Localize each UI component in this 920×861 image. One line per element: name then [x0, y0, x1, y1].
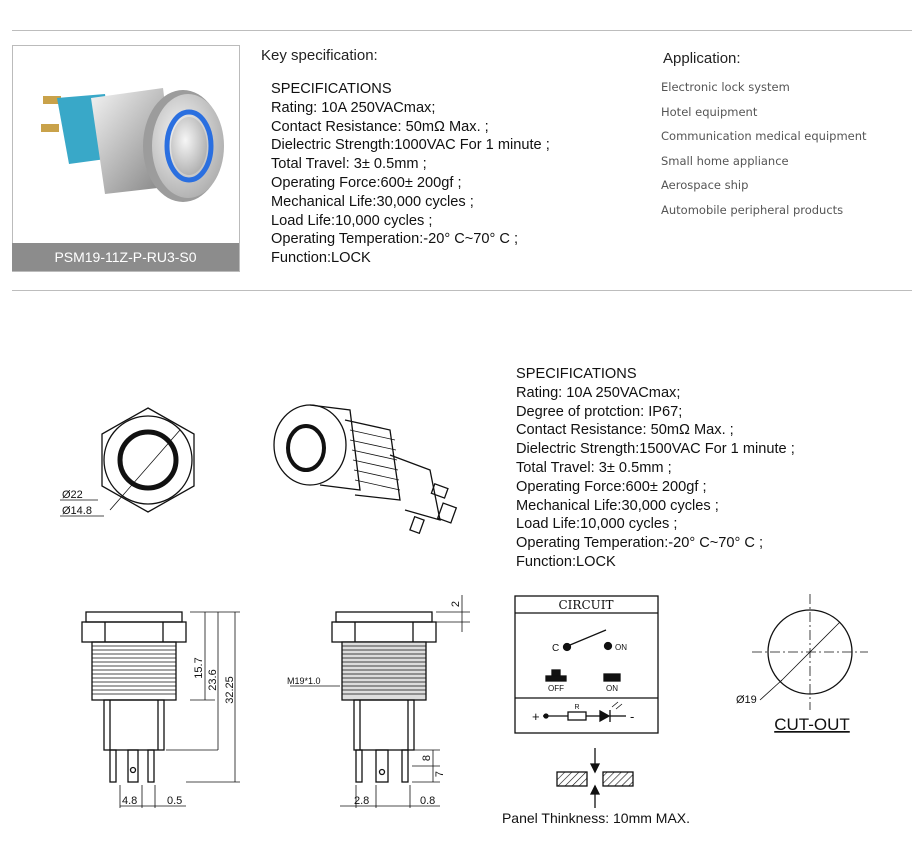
key-spec-line: Operating Force:600± 200gf ; — [271, 174, 462, 191]
terminal-pin — [41, 124, 59, 132]
drawing-spec-line: Load Life:10,000 cycles ; — [516, 516, 678, 533]
panel-thickness-label: Panel Thinkness: 10mm MAX. — [502, 810, 690, 826]
drawing-spec-line: Degree of protction: IP67; — [516, 403, 683, 420]
product-photo — [41, 88, 224, 202]
cutout-title: CUT-OUT — [774, 715, 850, 734]
panel-thickness-diagram — [556, 748, 634, 808]
drawing-spec-line: Contact Resistance: 50mΩ Max. ; — [516, 422, 734, 439]
application-item: Electronic lock system — [661, 80, 790, 94]
product-model-caption: PSM19-11Z-P-RU3-S0 — [12, 243, 239, 271]
drawing-spec-line: Mechanical Life:30,000 cycles ; — [516, 497, 719, 514]
top-divider — [12, 30, 912, 31]
drawing-spec-title: SPECIFICATIONS — [516, 366, 637, 382]
top-2-label: 2 — [450, 601, 462, 607]
side-view-left — [81, 611, 187, 783]
hex-outline — [101, 407, 195, 513]
height-8-label: 8 — [421, 755, 433, 761]
technical-drawing: Ø22 Ø14.8 15.7 23.6 32.25 4.8 0.5 M19*1.… — [60, 404, 868, 826]
drawing-spec-line: Operating Temperation:-20° C~70° C ; — [516, 535, 764, 552]
key-spec-line: Operating Temperation:-20° C~70° C ; — [271, 231, 519, 248]
section-divider — [12, 290, 912, 291]
key-spec-line: Rating: 10A 250VACmax; — [271, 99, 436, 116]
cutout-dia-label: Ø19 — [736, 694, 757, 706]
key-spec-title: SPECIFICATIONS — [271, 81, 392, 97]
drawing-spec-block: SPECIFICATIONS Rating: 10A 250VACmax; De… — [516, 365, 795, 572]
cutout-diagram — [752, 594, 868, 710]
iso-front-face — [273, 404, 347, 486]
iso-threaded-body — [344, 419, 401, 501]
circuit-diagram — [514, 595, 659, 734]
key-spec-block: SPECIFICATIONS Rating: 10A 250VACmax; Co… — [271, 80, 550, 268]
application-list: Electronic lock system Hotel equipment C… — [661, 80, 867, 228]
resistor-symbol — [567, 711, 587, 721]
off-button-label: OFF — [548, 684, 564, 693]
key-spec-line: Contact Resistance: 50mΩ Max. ; — [271, 118, 489, 135]
front-led-ring — [117, 429, 179, 491]
application-item: Hotel equipment — [661, 104, 758, 119]
key-spec-line: Function:LOCK — [271, 250, 371, 267]
width-0-5-label: 0.5 — [167, 795, 182, 807]
drawing-spec-line: Rating: 10A 250VACmax; — [516, 384, 681, 401]
drawing-spec-line: Function:LOCK — [516, 553, 616, 570]
common-label: C — [552, 643, 559, 654]
drawing-spec-line: Total Travel: 3± 0.5mm ; — [516, 459, 672, 476]
circuit-title: CIRCUIT — [559, 598, 614, 612]
front-bezel-circle — [103, 415, 193, 505]
thread-label: M19*1.0 — [287, 676, 321, 686]
application-item: Communication medical equipment — [661, 129, 867, 144]
height-7-label: 7 — [434, 771, 446, 777]
terminal-pin — [43, 96, 61, 104]
button-center — [171, 117, 207, 175]
on-button-label: ON — [606, 684, 618, 693]
drawing-spec-line: Dielectric Strength:1500VAC For 1 minute… — [516, 441, 795, 458]
switch-lever — [569, 629, 607, 646]
key-spec-line: Dielectric Strength:1000VAC For 1 minute… — [271, 137, 550, 154]
led-ring — [164, 109, 214, 183]
side-view-right — [331, 611, 437, 783]
dia-leader-line — [109, 429, 181, 511]
key-spec-line: Total Travel: 3± 0.5mm ; — [271, 156, 427, 173]
iso-led-ring — [286, 424, 326, 472]
on-contact — [603, 641, 613, 651]
led-diode-symbol — [599, 709, 611, 723]
key-spec-heading: Key specification: — [261, 47, 378, 64]
resistor-label: R — [574, 704, 579, 711]
outer-dia-label: Ø22 — [62, 489, 83, 501]
width-0-8-label: 0.8 — [420, 795, 435, 807]
key-spec-line: Load Life:10,000 cycles ; — [271, 212, 433, 229]
application-item: Automobile peripheral products — [661, 202, 844, 217]
minus-terminal: - — [630, 709, 634, 724]
on-contact-label: ON — [615, 643, 627, 652]
application-item: Small home appliance — [661, 153, 789, 168]
application-item: Aerospace ship — [661, 178, 749, 193]
height-15-7-label: 15.7 — [193, 657, 205, 678]
product-photo-frame — [12, 45, 240, 272]
common-contact — [562, 642, 572, 652]
key-spec-line: Mechanical Life:30,000 cycles ; — [271, 193, 474, 210]
height-23-6-label: 23.6 — [207, 669, 219, 690]
height-32-25-label: 32.25 — [224, 676, 236, 704]
plus-terminal: + — [532, 709, 540, 724]
drawing-spec-line: Operating Force:600± 200gf ; — [516, 478, 707, 495]
width-2-8-label: 2.8 — [354, 795, 369, 807]
application-heading: Application: — [663, 50, 741, 67]
ring-dia-label: Ø14.8 — [62, 505, 92, 517]
width-4-8-label: 4.8 — [122, 795, 137, 807]
